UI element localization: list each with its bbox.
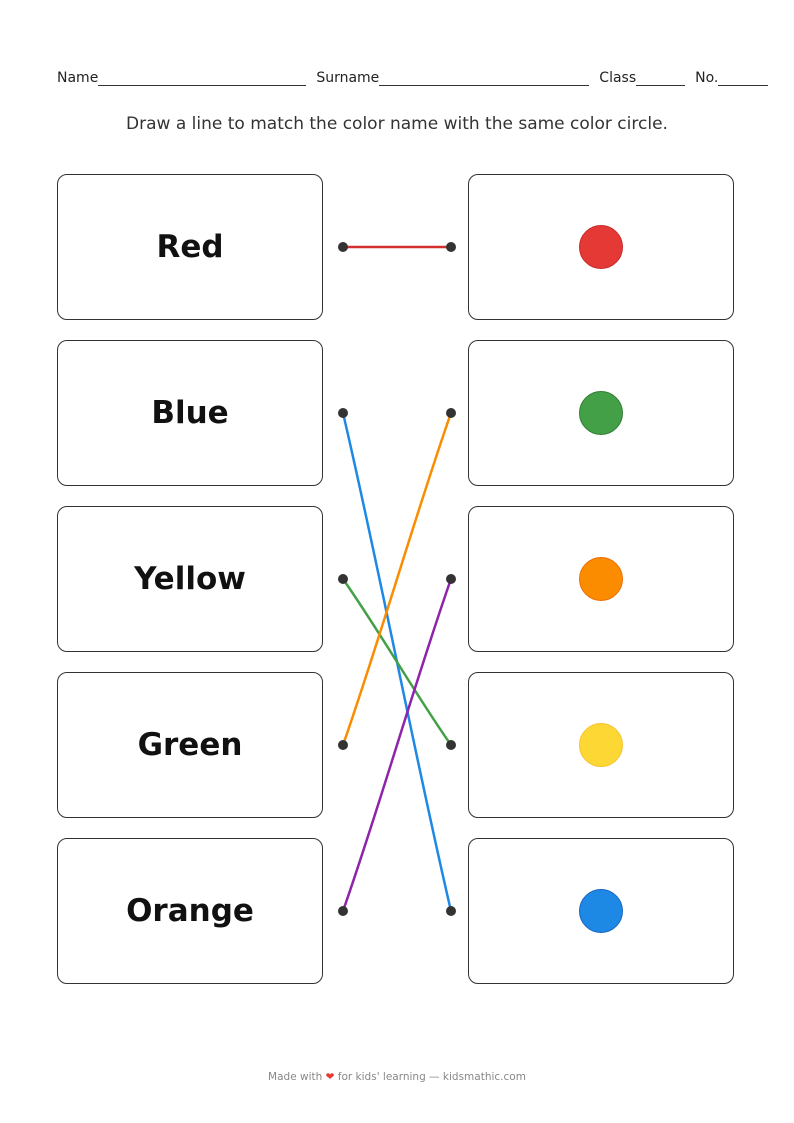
- no-field[interactable]: [718, 71, 769, 86]
- word-card-blue: Blue: [57, 340, 323, 486]
- surname-label: Surname: [316, 70, 380, 86]
- left-dot[interactable]: [338, 408, 348, 418]
- left-dot[interactable]: [338, 906, 348, 916]
- color-circle: [579, 391, 623, 435]
- word-card-yellow: Yellow: [57, 506, 323, 652]
- match-line: [341, 578, 453, 746]
- footer-suffix: for kids' learning — kidsmathic.com: [337, 1071, 526, 1083]
- color-circle: [579, 889, 623, 933]
- left-dot[interactable]: [338, 740, 348, 750]
- right-dot[interactable]: [446, 242, 456, 252]
- match-line: [341, 412, 453, 746]
- word-label: Red: [156, 229, 224, 265]
- heart-icon: ❤: [325, 1071, 335, 1083]
- left-dot[interactable]: [338, 242, 348, 252]
- surname-field[interactable]: [379, 71, 590, 86]
- word-label: Green: [137, 727, 243, 763]
- no-label: No.: [695, 70, 719, 86]
- circle-card: [468, 838, 734, 984]
- class-label: Class: [599, 70, 637, 86]
- color-circle: [579, 225, 623, 269]
- word-card-green: Green: [57, 672, 323, 818]
- match-line: [341, 578, 453, 912]
- color-circle: [579, 557, 623, 601]
- name-label: Name: [57, 70, 99, 86]
- footer: Made with ❤ for kids' learning — kidsmat…: [0, 1071, 794, 1083]
- word-label: Orange: [126, 893, 254, 929]
- right-dot[interactable]: [446, 408, 456, 418]
- name-field[interactable]: [98, 71, 307, 86]
- right-dot[interactable]: [446, 740, 456, 750]
- word-label: Blue: [151, 395, 229, 431]
- circle-card: [468, 672, 734, 818]
- word-card-red: Red: [57, 174, 323, 320]
- class-field[interactable]: [636, 71, 686, 86]
- student-info-header: Name Surname Class No.: [57, 70, 773, 86]
- circle-card: [468, 340, 734, 486]
- left-dot[interactable]: [338, 574, 348, 584]
- right-dot[interactable]: [446, 906, 456, 916]
- circle-card: [468, 506, 734, 652]
- word-label: Yellow: [134, 561, 246, 597]
- circle-card: [468, 174, 734, 320]
- footer-prefix: Made with: [268, 1071, 323, 1083]
- word-card-orange: Orange: [57, 838, 323, 984]
- instruction: Draw a line to match the color name with…: [126, 114, 668, 134]
- color-circle: [579, 723, 623, 767]
- right-dot[interactable]: [446, 574, 456, 584]
